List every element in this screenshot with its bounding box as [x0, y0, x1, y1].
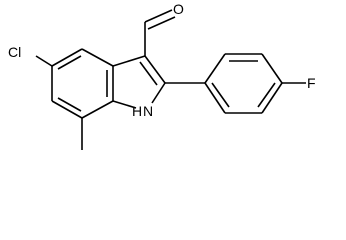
- bond-c3a-c3: [112, 55, 146, 67]
- fluorophenyl-ring: [204, 53, 306, 114]
- bond-c5-cl: [35, 55, 53, 67]
- bond-c3-c2: [144, 55, 166, 84]
- chlorine-label: Cl: [8, 44, 21, 60]
- bond-c6-c7: [51, 100, 83, 119]
- molecule-drawing: Cl O F N H: [8, 1, 316, 150]
- bond-n1-c7a: [112, 100, 137, 109]
- bond-c7-c7a: [81, 100, 114, 119]
- bond-cho-o: [144, 9, 173, 23]
- nitrogen-label: N: [143, 103, 153, 119]
- benzene-ring: [51, 48, 114, 119]
- bond-ar4-ar5: [261, 82, 283, 114]
- hydrogen-label: H: [132, 103, 142, 119]
- substituents: [35, 9, 205, 150]
- pyrrole-ring: [112, 55, 166, 109]
- bond-c4-c5: [51, 48, 83, 67]
- atom-labels: Cl O F N H: [8, 1, 316, 119]
- bond-c3-c2-double: [139, 61, 158, 86]
- bond-ar3-ar4: [261, 53, 283, 84]
- bond-cho-o-double: [147, 16, 176, 30]
- bond-c4-c5-double: [57, 55, 82, 70]
- bond-ar4-ar5-double: [257, 82, 276, 108]
- fluorine-label: F: [307, 75, 316, 91]
- bond-ar6-ar1: [204, 82, 226, 114]
- bond-ar6-ar1-double: [211, 82, 230, 108]
- oxygen-label: O: [173, 1, 184, 17]
- bond-ar1-ar2: [204, 53, 226, 84]
- structure-diagram: Cl O F N H: [8, 1, 316, 150]
- bond-c6-c7-double: [57, 97, 82, 112]
- bond-c2-n1: [151, 82, 166, 104]
- bond-c3a-c4: [81, 48, 114, 67]
